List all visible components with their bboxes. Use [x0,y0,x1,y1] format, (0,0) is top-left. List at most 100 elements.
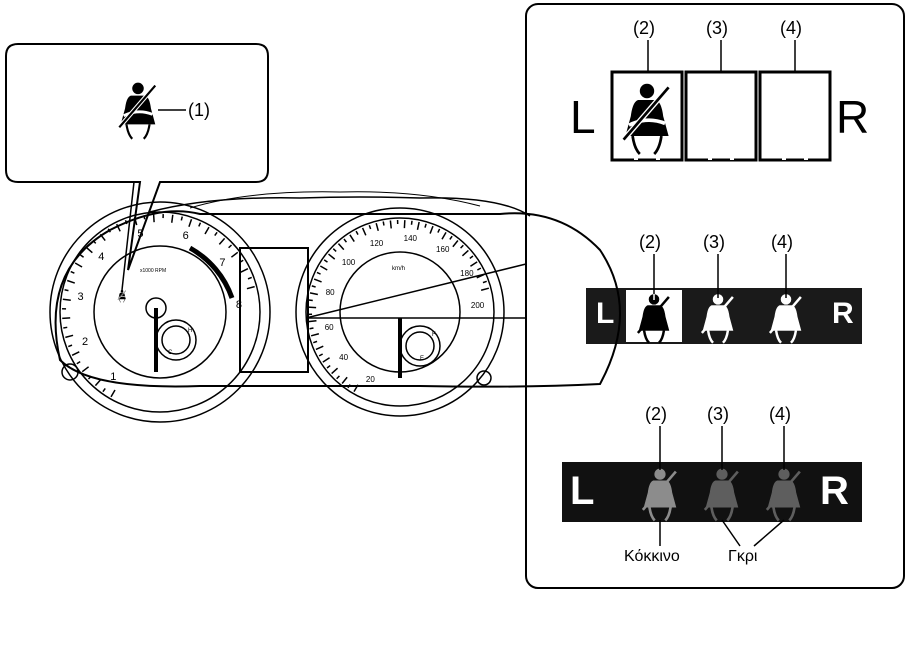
gauge-tick [480,287,490,291]
gauge-tick [470,261,478,267]
gauge-number: 140 [403,233,417,243]
row2-label-4: (4) [771,232,793,252]
row2-label-3: (3) [703,232,725,252]
caption-gray: Γκρι [728,548,758,565]
gauge-tick [204,226,210,235]
row2-left-letter: L [596,297,615,330]
gauge-tick [316,271,321,275]
gauge-tick [336,375,340,380]
gauge-tick [102,387,106,393]
gauge-tick [107,228,111,233]
gauge-tick [218,237,226,245]
gauge-number: 40 [339,353,349,363]
gauge-tick [382,221,385,226]
gauge-tick [332,248,337,252]
gauge-tick [449,235,453,240]
gauge-tick [313,278,322,283]
caption-red: Κόκκινο [624,548,680,565]
gauge-tick [230,251,239,258]
gauge-tick [347,384,351,389]
gauge-tick [94,379,102,387]
gauge-tick [361,227,367,236]
gauge-tick [228,244,233,249]
gauge-tick [476,273,485,279]
gauge-number: 160 [436,244,450,254]
row3-right-letter: R [820,469,849,513]
gauge-tick [115,223,121,232]
gauge-number: 180 [460,268,474,278]
fuel-full: F [432,332,436,338]
speedo-unit: km/h [392,266,406,272]
gauge-tick [76,361,81,365]
gauge-tick [322,357,330,363]
gauge-tick [353,384,359,393]
gauge-number: 8 [235,298,242,311]
gauge-tick [133,217,138,226]
gauge-tick [319,265,328,271]
gauge-number: 5 [137,228,144,241]
gauge-tick [310,333,320,337]
gauge-tick [476,267,482,271]
cluster-seatbelt-lamp [117,289,127,303]
instrument-cluster [49,191,621,423]
gauge-tick [92,239,97,244]
gauge-number: 4 [98,250,105,263]
gauge-tick [315,345,324,351]
gauge-tick [355,230,359,236]
row3-label-3: (3) [707,404,729,424]
gauge-number: 200 [470,301,485,311]
gauge-number: 1 [110,371,117,384]
row1-label-4: (4) [780,18,802,38]
gauge-tick [66,279,76,284]
gauge-number: 20 [365,374,375,384]
gauge-tick [198,222,202,227]
gauge-tick [70,270,75,274]
fuel-empty: E [420,356,425,362]
gauge-tick [331,367,339,375]
row2-right-letter: R [832,297,854,330]
gauge-tick [65,334,74,339]
gauge-tick [416,221,420,230]
gauge-number: 7 [219,256,226,269]
gauge-number: 2 [82,336,89,349]
gauge-tick [246,285,255,290]
gauge-tick [74,262,83,268]
gauge-tick [180,216,183,221]
gauge-tick [247,276,252,280]
row1-boxes [610,70,832,162]
gauge-tick [368,225,372,230]
gauge-tick [341,376,348,384]
gauge-tick [99,233,106,242]
row1-right-letter: R [836,91,870,143]
gauge-tick [437,228,441,233]
tacho-unit: x1000 RPM [140,268,167,274]
gauge-tick [460,244,464,249]
gauge-tick [110,389,116,398]
connector-line-top [305,263,527,319]
gauge-tick [239,259,244,263]
gauge-tick [309,292,318,296]
gauge-tick [461,249,469,257]
label-1: (1) [188,100,210,120]
gauge-number: 80 [325,288,335,298]
gauge-number: 120 [369,238,384,248]
gauge-tick [143,215,146,220]
gauge-tick [308,320,317,323]
temp-hot: H [188,328,193,334]
gauge-tick [389,220,392,229]
gauge-tick [410,220,413,225]
gauge-tick [240,267,249,273]
gauge-tick [343,238,348,243]
gauge-tick [326,364,331,369]
tacho-redzone [188,245,235,299]
gauge-tick [188,218,193,228]
gauge-tick [81,366,90,373]
gauge-tick [429,225,434,234]
row1-label-3: (3) [706,18,728,38]
row1-left-letter: L [570,91,596,143]
gauge-tick [482,280,487,284]
gauge-tick [469,255,474,260]
gauge-tick [71,351,80,357]
